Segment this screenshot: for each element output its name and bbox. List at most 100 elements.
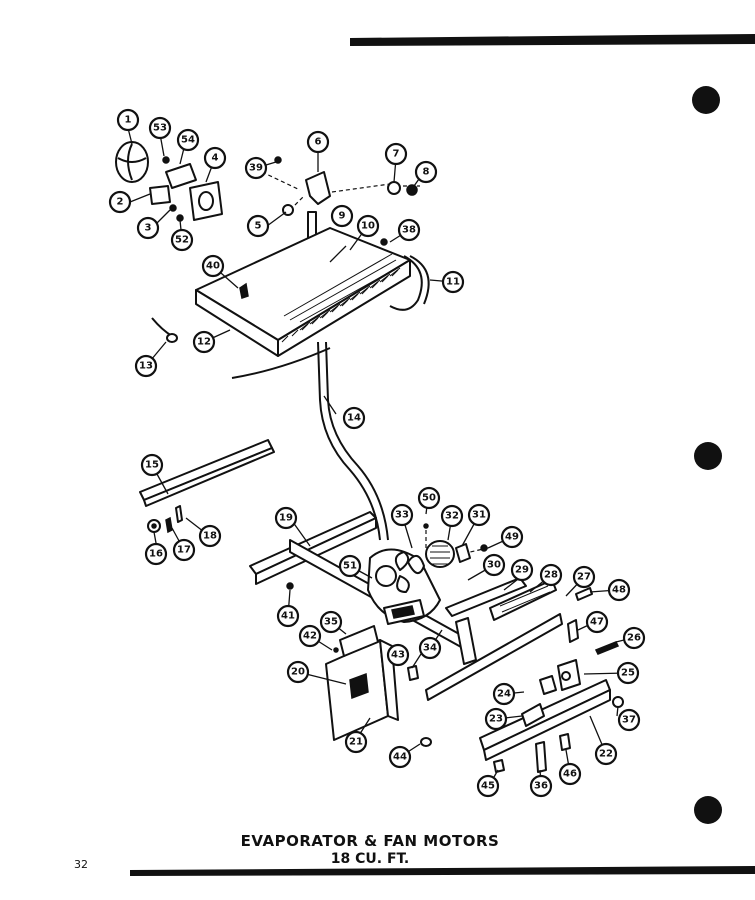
svg-text:45: 45 [481,781,495,792]
evaporator-fan-assembly [115,141,223,222]
callout-44: 44 [388,745,412,769]
callout-30: 30 [482,553,506,577]
callout-16: 16 [144,542,168,566]
control-bracket-assembly [286,582,432,747]
binder-hole-bottom [694,796,722,824]
svg-text:48: 48 [612,585,626,596]
tubing [151,255,430,541]
callout-6: 6 [306,130,330,154]
binder-hole-top [692,86,720,114]
callout-33: 33 [390,503,414,527]
svg-text:23: 23 [489,714,503,725]
svg-text:52: 52 [175,235,189,246]
svg-text:46: 46 [563,769,577,780]
svg-text:50: 50 [422,493,436,504]
callout-1: 1 [116,108,140,132]
callout-50: 50 [417,486,441,510]
svg-text:19: 19 [279,513,293,524]
svg-text:27: 27 [577,572,591,583]
callout-18: 18 [198,524,222,548]
callout-12: 12 [192,330,216,354]
svg-text:34: 34 [423,643,437,654]
svg-text:25: 25 [621,668,635,679]
callout-48: 48 [607,578,631,602]
callout-53: 53 [148,116,172,140]
callout-35: 35 [319,610,343,634]
callout-2: 2 [108,190,132,214]
callout-47: 47 [585,610,609,634]
svg-text:4: 4 [212,153,219,164]
svg-text:11: 11 [446,277,460,288]
svg-text:21: 21 [349,737,363,748]
callout-10: 10 [356,214,380,238]
svg-text:49: 49 [505,532,519,543]
callout-22: 22 [594,742,618,766]
evaporator-coil [195,227,411,379]
svg-text:2: 2 [117,197,124,208]
callout-31: 31 [467,503,491,527]
svg-text:28: 28 [544,570,558,581]
callout-9: 9 [330,204,354,228]
callout-25: 25 [616,661,640,685]
callout-23: 23 [484,707,508,731]
svg-text:3: 3 [145,223,152,234]
svg-text:42: 42 [303,631,317,642]
page-number: 32 [74,858,88,871]
svg-text:10: 10 [361,221,375,232]
callout-29: 29 [510,558,534,582]
svg-text:6: 6 [315,137,322,148]
callout-5: 5 [246,214,270,238]
svg-text:8: 8 [423,167,430,178]
callout-8: 8 [414,160,438,184]
svg-text:35: 35 [324,617,338,628]
svg-text:9: 9 [339,211,346,222]
callout-27: 27 [572,565,596,589]
svg-text:7: 7 [393,149,400,160]
svg-text:17: 17 [177,545,191,556]
svg-text:38: 38 [402,225,416,236]
callout-13: 13 [134,354,158,378]
svg-text:31: 31 [472,510,486,521]
svg-text:41: 41 [281,611,295,622]
callout-43: 43 [386,643,410,667]
svg-text:39: 39 [249,163,263,174]
svg-text:16: 16 [149,549,163,560]
callout-24: 24 [492,682,516,706]
callout-17: 17 [172,538,196,562]
svg-text:43: 43 [391,650,405,661]
callout-51: 51 [338,554,362,578]
mounting-bracket [139,439,275,534]
svg-text:5: 5 [255,221,262,232]
callout-39: 39 [244,156,268,180]
callout-40: 40 [201,254,225,278]
callout-bubbles: 1 2 3 4 5 6 7 8 9 10 11 12 13 14 15 16 1… [108,108,646,798]
callout-20: 20 [286,660,310,684]
svg-text:13: 13 [139,361,153,372]
callout-54: 54 [176,128,200,152]
callout-34: 34 [418,636,442,660]
diagram-subtitle: 18 CU. FT. [330,851,410,867]
svg-text:44: 44 [393,752,407,763]
svg-text:53: 53 [153,123,167,134]
svg-text:22: 22 [599,749,613,760]
svg-text:24: 24 [497,689,511,700]
svg-text:40: 40 [206,261,220,272]
svg-text:18: 18 [203,531,217,542]
callout-3: 3 [136,216,160,240]
svg-text:26: 26 [627,633,641,644]
svg-text:36: 36 [534,781,548,792]
svg-text:20: 20 [291,667,305,678]
svg-text:37: 37 [622,715,636,726]
callout-45: 45 [476,774,500,798]
callout-38: 38 [397,218,421,242]
svg-text:29: 29 [515,565,529,576]
svg-text:54: 54 [181,135,195,146]
callout-7: 7 [384,142,408,166]
svg-text:51: 51 [343,561,357,572]
callout-21: 21 [344,730,368,754]
callout-19: 19 [274,506,298,530]
svg-text:14: 14 [347,413,361,424]
thermostat-bracket-assembly [261,156,420,241]
callout-46: 46 [558,762,582,786]
